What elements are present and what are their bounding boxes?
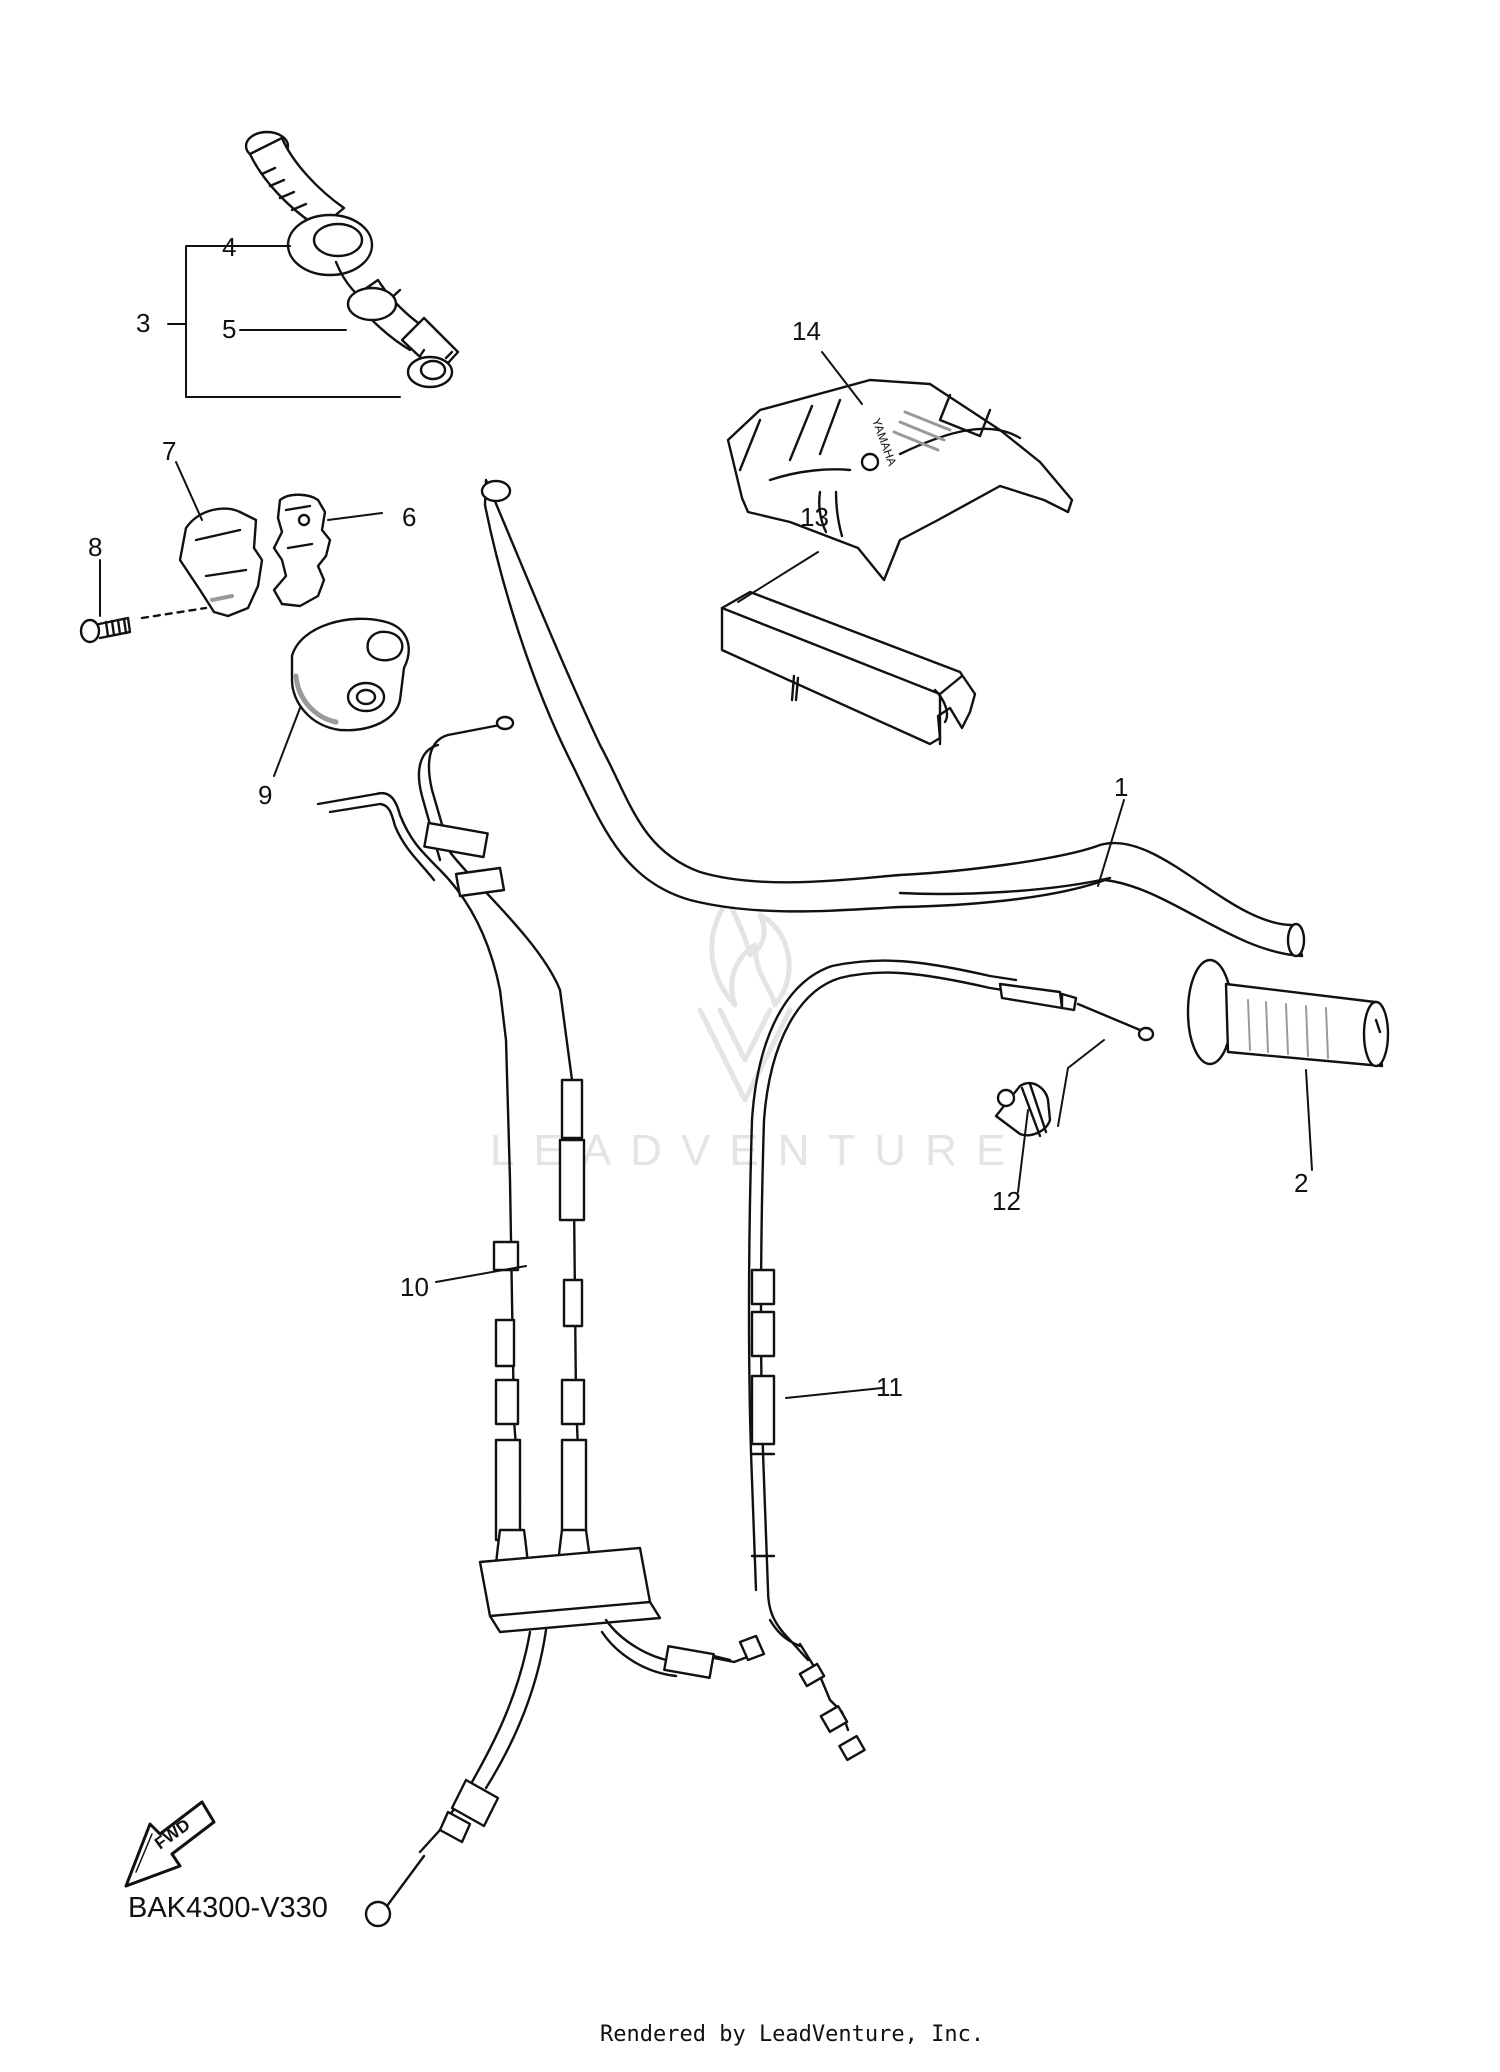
- throttle-cable-part-10: [316, 715, 766, 1928]
- handlebar-pad-part-13: [720, 590, 977, 746]
- left-grip-part-5: [346, 278, 460, 389]
- callout-9: 9: [258, 780, 272, 810]
- cable-adjuster-part-12: [994, 1081, 1052, 1138]
- callout-leaders: [99, 245, 1313, 1399]
- callout-1: 1: [1114, 772, 1128, 802]
- callout-2: 2: [1294, 1168, 1308, 1198]
- callout-7: 7: [162, 436, 176, 466]
- fwd-arrow-icon: FWD: [124, 1800, 216, 1888]
- callout-numbers: 1 2 3 4 5 6 7 8 9 10 11 12 13 14: [88, 232, 1308, 1402]
- diagram-code: BAK4300-V330: [128, 1892, 328, 1924]
- throttle-grip-holder-part-9: [290, 617, 410, 732]
- callout-14: 14: [792, 316, 821, 346]
- clutch-cable-part-11: [747, 959, 1155, 1762]
- callout-11: 11: [876, 1372, 903, 1402]
- throttle-housing-part-7: [178, 507, 264, 618]
- callout-5: 5: [222, 314, 236, 344]
- watermark-logo: [697, 897, 793, 1103]
- callout-10: 10: [400, 1272, 429, 1302]
- right-grip-part-2: [1186, 958, 1390, 1068]
- throttle-housing-part-6: [272, 493, 332, 608]
- callout-6: 6: [402, 502, 416, 532]
- handlebar-cover-part-14: YAMAHA: [726, 378, 1074, 582]
- callout-4: 4: [222, 232, 236, 262]
- callout-12: 12: [992, 1186, 1021, 1216]
- handlebar-part-1: [480, 478, 1306, 958]
- callout-3: 3: [136, 308, 150, 338]
- render-credit: Rendered by LeadVenture, Inc.: [600, 2022, 985, 2047]
- callout-13: 13: [800, 502, 829, 532]
- screw-part-8: [79, 606, 208, 644]
- callout-8: 8: [88, 532, 102, 562]
